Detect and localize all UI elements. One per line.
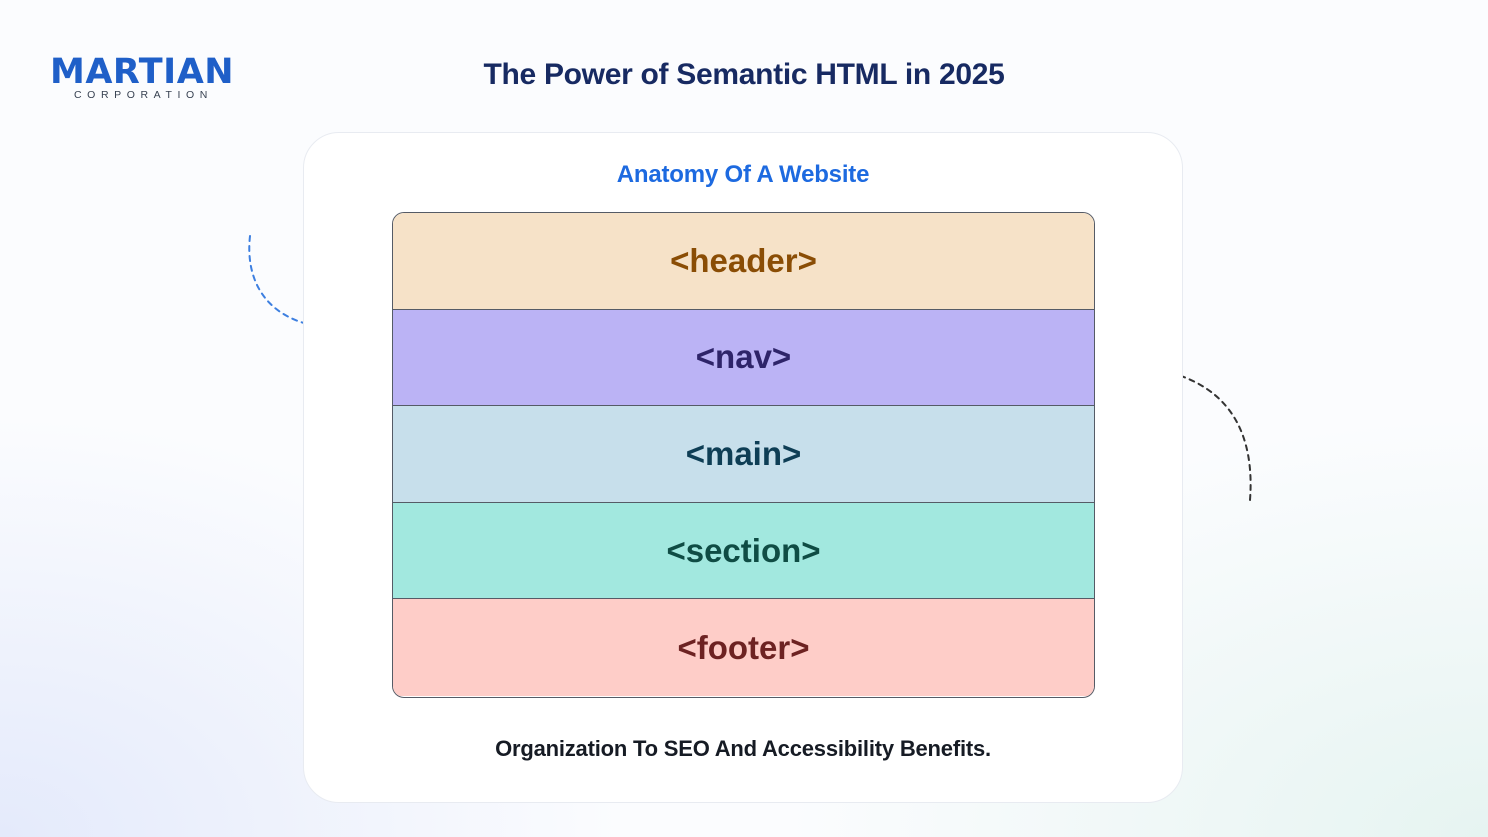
company-logo: MARTIAN CORPORATION xyxy=(50,54,240,104)
layer-stack: <header> <nav> <main> <section> <footer> xyxy=(392,212,1095,698)
layer-footer: <footer> xyxy=(393,599,1094,697)
logo-wordmark: MARTIAN xyxy=(50,52,235,92)
layer-nav: <nav> xyxy=(393,309,1094,407)
layer-header: <header> xyxy=(393,213,1094,310)
diagram-card: Anatomy Of A Website <header> <nav> <mai… xyxy=(303,132,1183,803)
diagram-caption: Organization To SEO And Accessibility Be… xyxy=(495,736,991,761)
layer-main: <main> xyxy=(393,406,1094,503)
layer-section: <section> xyxy=(393,502,1094,600)
page-title: The Power of Semantic HTML in 2025 xyxy=(483,58,1005,91)
diagram-title: Anatomy Of A Website xyxy=(616,161,870,188)
logo-tagline: CORPORATION xyxy=(74,89,213,101)
